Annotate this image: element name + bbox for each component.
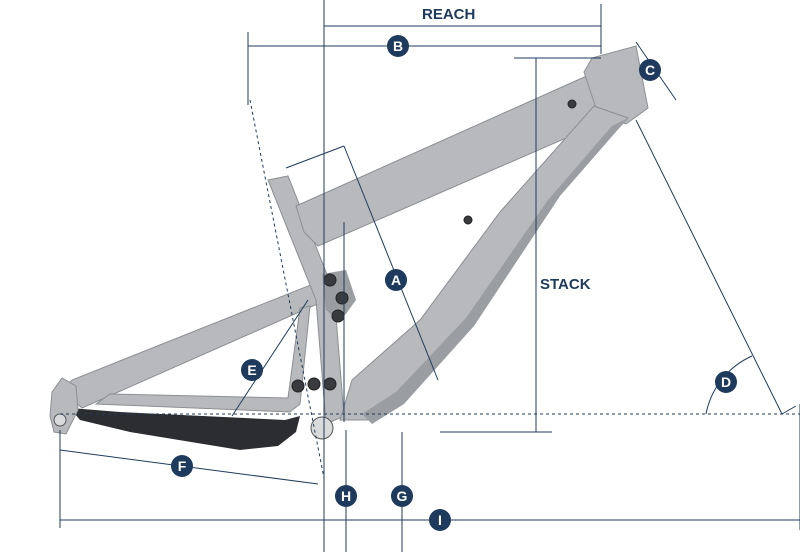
rear-axle bbox=[53, 413, 67, 427]
a-dimension-line bbox=[343, 145, 439, 381]
head-tube bbox=[583, 45, 649, 125]
lower-link-pivot-1 bbox=[291, 379, 305, 393]
chain-stay bbox=[70, 408, 300, 450]
badge-e-text: E bbox=[247, 362, 256, 378]
rear-dropout bbox=[49, 377, 79, 435]
bike-frame bbox=[49, 45, 649, 450]
badge-i: I bbox=[429, 509, 451, 531]
bottle-mount-1 bbox=[567, 99, 577, 109]
dimension-lines bbox=[59, 0, 800, 552]
chain-stay-top bbox=[94, 305, 311, 413]
head-angle-line bbox=[635, 119, 783, 415]
badge-b: B bbox=[387, 35, 409, 57]
badge-i-text: I bbox=[438, 512, 442, 528]
badge-d: D bbox=[715, 371, 737, 393]
a-top-extension bbox=[285, 145, 345, 169]
bottle-mount-2 bbox=[463, 215, 473, 225]
link-pivot bbox=[331, 309, 345, 323]
badge-c-text: C bbox=[645, 62, 655, 78]
reach-label: REACH bbox=[422, 6, 475, 23]
badge-h: H bbox=[335, 485, 357, 507]
bottom-bracket bbox=[310, 416, 334, 440]
badge-e: E bbox=[241, 359, 263, 381]
lower-link-pivot-3 bbox=[323, 377, 337, 391]
badge-d-text: D bbox=[721, 374, 731, 390]
badge-f: F bbox=[171, 455, 193, 477]
lower-link-pivot-2 bbox=[307, 377, 321, 391]
badge-g-text: G bbox=[397, 488, 408, 504]
seat-angle-line bbox=[249, 99, 325, 479]
upper-pivot bbox=[323, 273, 337, 287]
badge-a: A bbox=[385, 269, 407, 291]
front-axle-tick bbox=[781, 405, 797, 415]
stack-label: STACK bbox=[540, 276, 591, 293]
badge-a-text: A bbox=[391, 272, 401, 288]
e-dimension-line bbox=[231, 299, 309, 417]
badge-h-text: H bbox=[341, 488, 351, 504]
badge-b-text: B bbox=[393, 38, 403, 54]
badge-c: C bbox=[639, 59, 661, 81]
badge-g: G bbox=[391, 485, 413, 507]
badge-f-text: F bbox=[178, 458, 187, 474]
shock-mount bbox=[335, 291, 349, 305]
